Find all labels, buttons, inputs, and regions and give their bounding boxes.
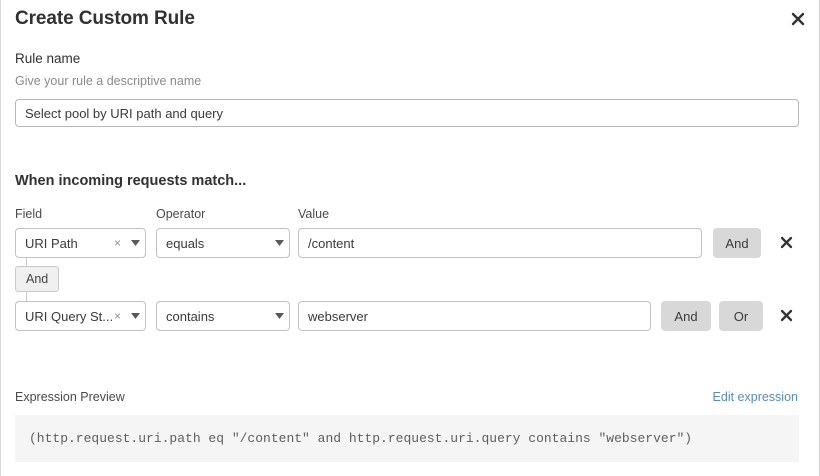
chevron-down-icon[interactable]	[269, 240, 289, 246]
value-input-1[interactable]	[298, 301, 651, 331]
chevron-down-icon[interactable]	[125, 313, 145, 319]
rule-condition-row: URI Path × equals And	[1, 228, 820, 258]
operator-select-value-0: equals	[166, 235, 205, 251]
edit-expression-link[interactable]: Edit expression	[712, 390, 798, 404]
field-select-value-1: URI Query St...	[25, 308, 114, 324]
chevron-down-icon[interactable]	[269, 313, 289, 319]
column-header-field: Field	[15, 207, 43, 221]
operator-select-0[interactable]: equals	[156, 228, 290, 258]
operator-select-1[interactable]: contains	[156, 301, 290, 331]
logic-connector-line-top	[26, 258, 27, 267]
column-header-operator: Operator	[156, 207, 206, 221]
field-select-value-0: URI Path	[25, 235, 78, 251]
delete-condition-button-0[interactable]	[775, 230, 797, 254]
expression-preview-text: (http.request.uri.path eq "/content" and…	[29, 431, 693, 446]
add-and-condition-button-0[interactable]: And	[713, 228, 761, 258]
column-header-value: Value	[298, 207, 330, 221]
page-title: Create Custom Rule	[15, 8, 195, 29]
rule-condition-row: URI Query St... × contains And Or	[1, 301, 820, 331]
logic-connector-line-bottom	[26, 292, 27, 302]
rule-name-hint: Give your rule a descriptive name	[15, 74, 202, 88]
expression-preview-label: Expression Preview	[15, 390, 125, 404]
chevron-down-icon[interactable]	[125, 240, 145, 246]
delete-condition-button-1[interactable]	[775, 303, 797, 327]
rule-name-input[interactable]	[15, 99, 799, 127]
close-icon[interactable]	[785, 6, 811, 32]
add-or-condition-button-1[interactable]: Or	[719, 301, 763, 331]
close-small-icon[interactable]: ×	[113, 308, 121, 323]
field-select-1[interactable]: URI Query St... ×	[15, 301, 146, 331]
value-input-0[interactable]	[298, 228, 702, 258]
rule-name-label: Rule name	[15, 51, 81, 66]
add-and-condition-button-1[interactable]: And	[661, 301, 711, 331]
expression-preview-box: (http.request.uri.path eq "/content" and…	[15, 415, 799, 462]
logic-operator-badge[interactable]: And	[15, 266, 60, 292]
field-select-0[interactable]: URI Path ×	[15, 228, 146, 258]
operator-select-value-1: contains	[166, 308, 215, 324]
match-section-heading: When incoming requests match...	[15, 173, 247, 189]
close-small-icon[interactable]: ×	[113, 235, 121, 250]
